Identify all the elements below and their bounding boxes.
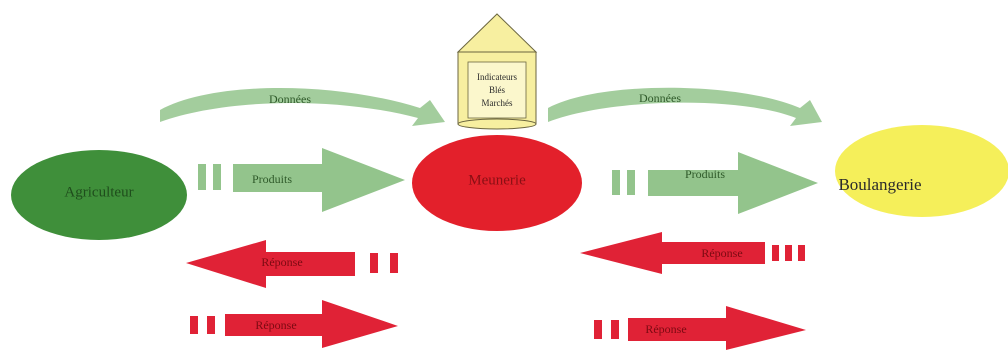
agriculteur-label: Agriculteur [64,184,133,200]
produits-right-label: Produits [685,167,725,181]
database-line-1: Indicateurs [477,72,517,82]
database-cylinder: Indicateurs Blés Marchés [456,13,538,130]
reponse-right-bottom-label: Réponse [645,322,686,336]
node-agriculteur: Agriculteur [11,150,187,240]
reponse-arrow-right-bottom: Réponse [594,306,806,350]
reponse-left-top-label: Réponse [261,255,302,269]
donnees-right-label: Données [639,91,681,105]
node-boulangerie: Boulangerie [835,125,1008,217]
produits-arrow-right: Produits [612,152,818,214]
database-line-3: Marchés [482,98,513,108]
produits-left-label: Produits [252,172,292,186]
meunerie-label: Meunerie [468,172,526,188]
reponse-arrow-left-top: Réponse [186,240,398,288]
donnees-arrow-right: Données [548,87,822,126]
donnees-left-label: Données [269,92,311,106]
produits-arrow-left: Produits [198,148,405,212]
boulangerie-label: Boulangerie [838,175,921,194]
reponse-arrow-right-top: Réponse [580,232,805,274]
node-meunerie: Meunerie [412,135,582,231]
reponse-left-bottom-label: Réponse [255,318,296,332]
database-line-2: Blés [489,85,505,95]
reponse-arrow-left-bottom: Réponse [190,300,398,348]
reponse-right-top-label: Réponse [701,246,742,260]
donnees-arrow-left: Données [160,87,445,126]
